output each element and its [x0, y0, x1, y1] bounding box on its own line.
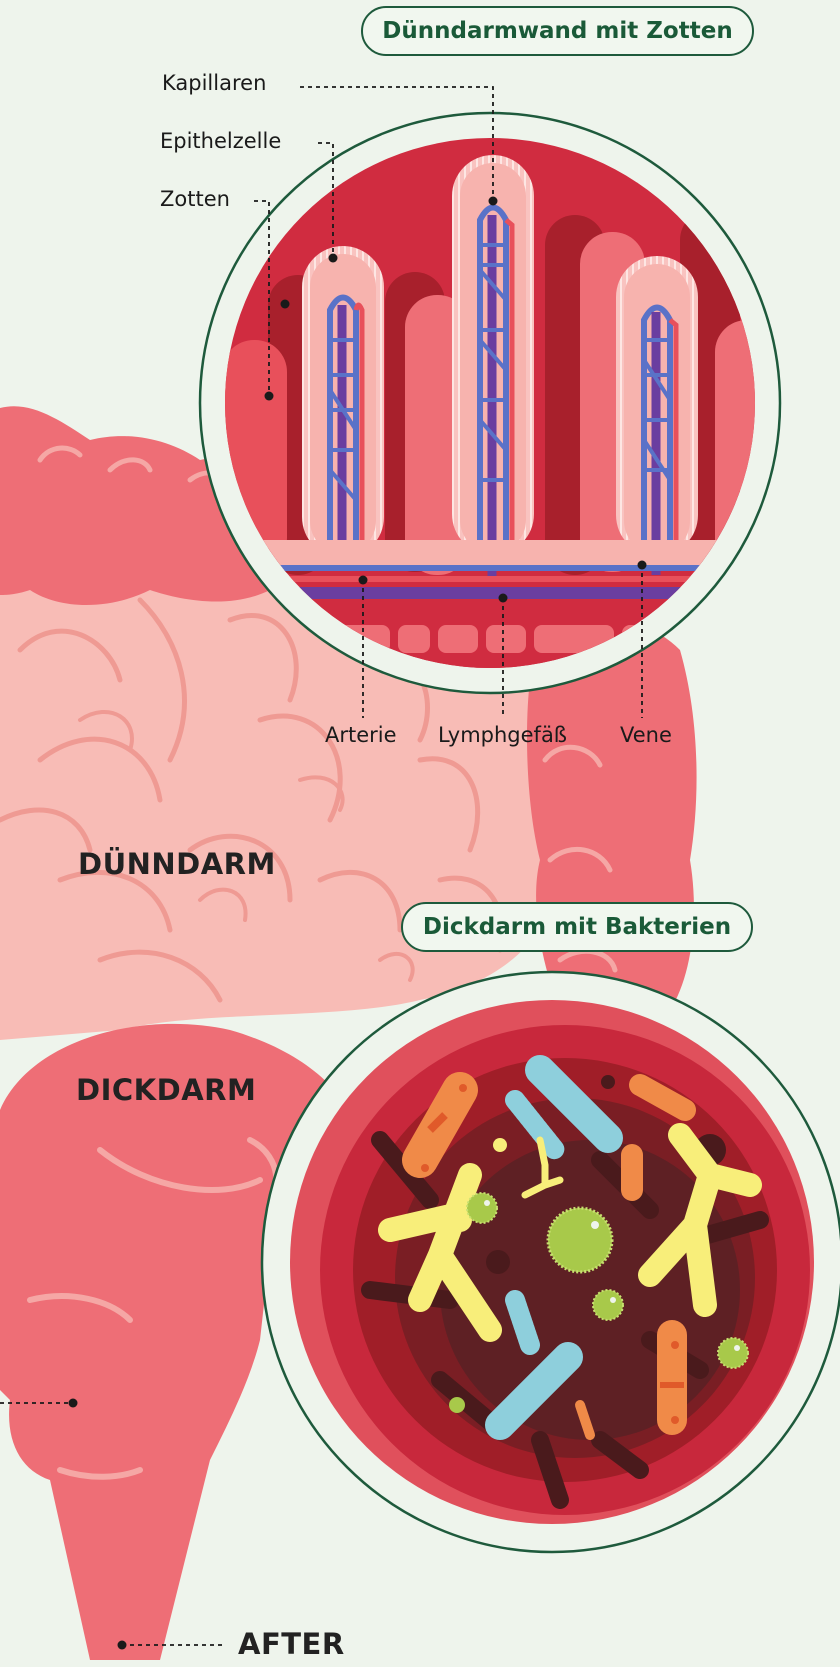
lymph-vessel-label: Lymphgefäß [438, 723, 567, 747]
large-intestine-label: DICKDARM [76, 1073, 256, 1107]
anus-label: AFTER [238, 1627, 345, 1661]
bacteria-magnifier [262, 972, 840, 1552]
vein-label: Vene [620, 723, 672, 747]
colon-bacteria-title: Dickdarm mit Bakterien [401, 902, 753, 952]
villi-wall-title: Dünndarmwand mit Zotten [361, 6, 754, 56]
artery-label: Arterie [325, 723, 397, 747]
small-intestine-label: DÜNNDARM [78, 847, 276, 881]
epithelial-cell-label: Epithelzelle [160, 129, 281, 153]
capillaries-label: Kapillaren [162, 71, 266, 95]
villi-label: Zotten [160, 187, 230, 211]
